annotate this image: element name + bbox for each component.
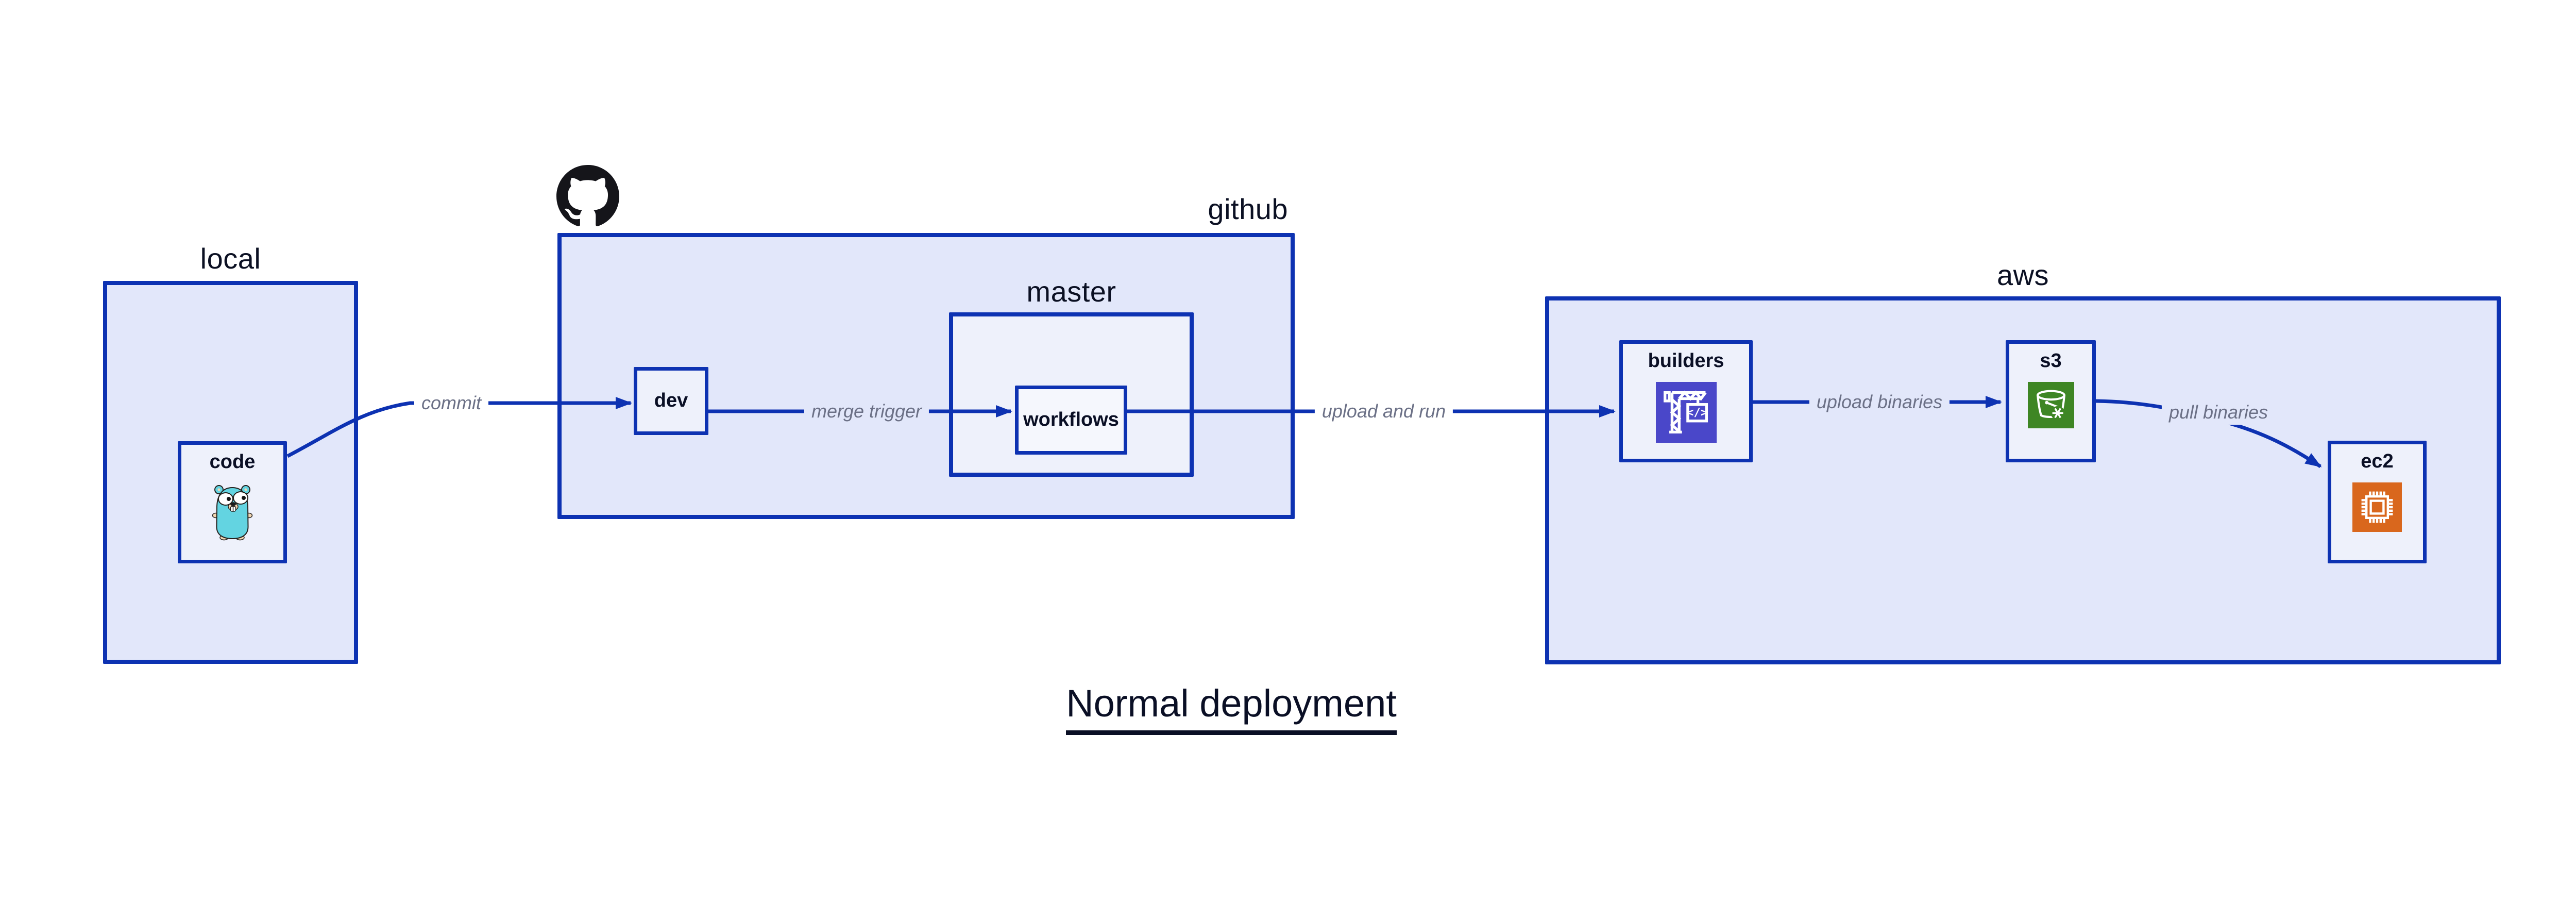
- github-octocat-icon: [556, 165, 619, 228]
- workflows-node-label: workflows: [1023, 409, 1119, 431]
- github-container-label: github: [1208, 193, 1288, 225]
- builders-node-label: builders: [1648, 350, 1724, 372]
- edge-label-upload-and-run: upload and run: [1314, 399, 1453, 424]
- aws-s3-bucket-icon: [2027, 381, 2074, 428]
- aws-ec2-chip-icon: [2352, 482, 2402, 532]
- master-container-label: master: [1026, 275, 1116, 308]
- builders-node: builders </>: [1619, 340, 1753, 462]
- aws-container-label: aws: [1996, 259, 2049, 291]
- edge-label-merge-trigger: merge trigger: [804, 399, 929, 424]
- local-container-label: local: [200, 242, 261, 275]
- go-gopher-icon: [212, 483, 253, 541]
- s3-node: s3: [2006, 340, 2096, 462]
- diagram-title: Normal deployment: [1025, 681, 1437, 735]
- workflows-node: workflows: [1015, 386, 1127, 455]
- diagram-title-text: Normal deployment: [1066, 681, 1397, 735]
- edge-label-upload-binaries: upload binaries: [1809, 390, 1950, 414]
- edge-label-commit: commit: [414, 391, 488, 415]
- svg-text:</>: </>: [1686, 406, 1707, 419]
- aws-codebuild-icon: </>: [1655, 381, 1717, 443]
- s3-node-label: s3: [2040, 350, 2062, 372]
- ec2-node-label: ec2: [2361, 450, 2394, 472]
- ec2-node: ec2: [2328, 441, 2427, 563]
- dev-node: dev: [634, 367, 708, 435]
- code-node-label: code: [209, 451, 256, 473]
- edge-label-pull-binaries: pull binaries: [2161, 400, 2276, 425]
- code-node: code: [178, 441, 287, 563]
- dev-node-label: dev: [654, 390, 688, 412]
